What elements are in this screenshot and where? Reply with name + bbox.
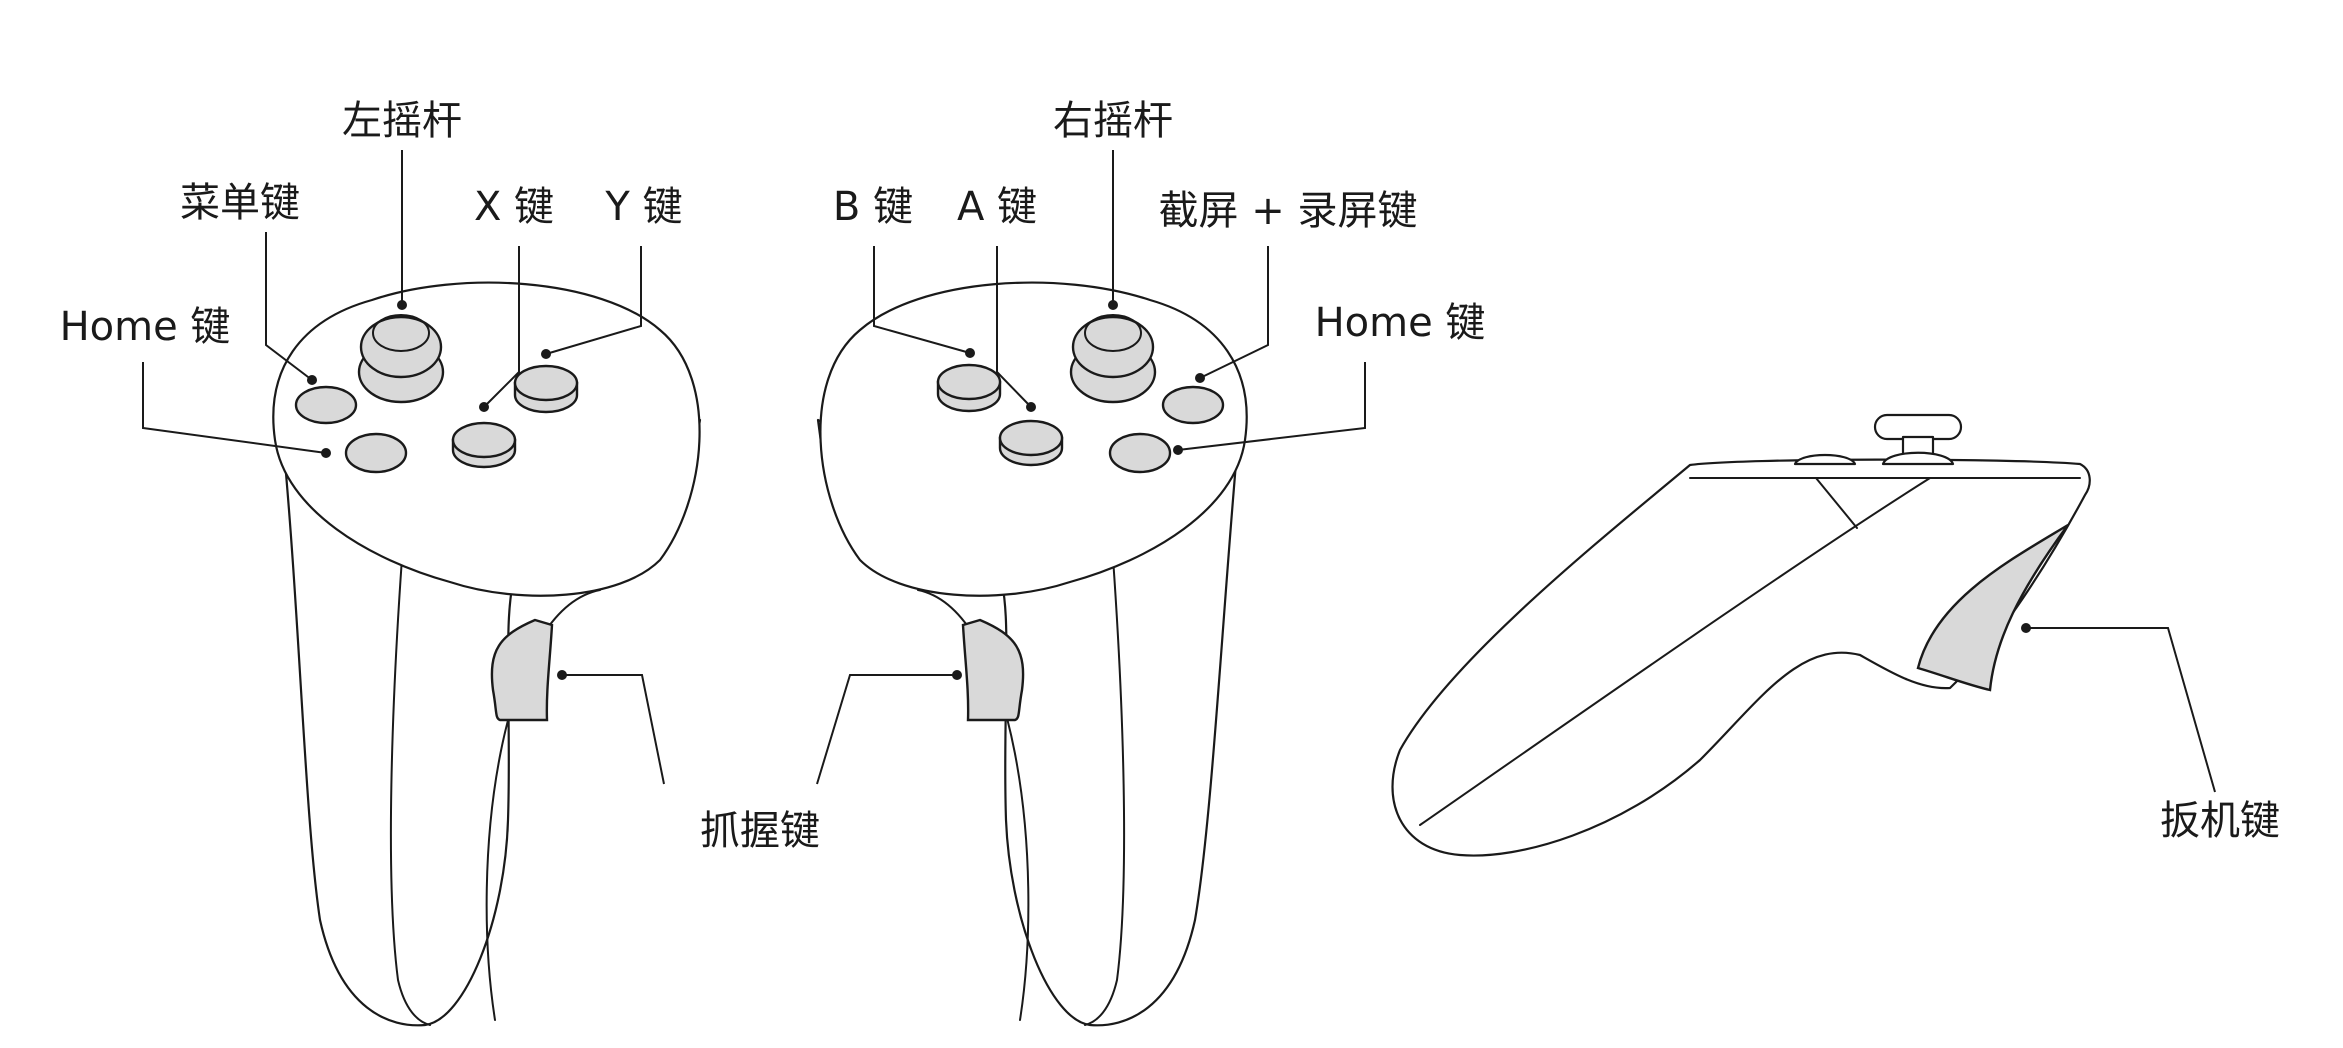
side-controller-body: [1391, 458, 2091, 857]
label-b-key: B 键: [833, 184, 913, 230]
leader-lines: [142, 150, 2216, 793]
left-joystick[interactable]: [357, 314, 445, 404]
right-b-button[interactable]: [936, 363, 1002, 413]
right-joystick[interactable]: [1069, 314, 1157, 404]
left-menu-button[interactable]: [294, 385, 358, 425]
labels: 左摇杆 菜单键 X 键 Y 键 Home 键 右摇杆 B 键 A 键 截屏 + …: [60, 98, 2280, 854]
left-home-button[interactable]: [344, 432, 408, 474]
side-view-controller: [1391, 413, 2091, 857]
left-x-button[interactable]: [451, 421, 517, 469]
left-y-button[interactable]: [513, 364, 579, 414]
label-x-key: X 键: [474, 184, 554, 230]
side-trigger-button[interactable]: [1916, 523, 2069, 692]
label-trigger-key: 扳机键: [2160, 798, 2280, 844]
right-home-button[interactable]: [1108, 432, 1172, 474]
left-grip-button[interactable]: [490, 618, 554, 722]
label-y-key: Y 键: [604, 184, 682, 230]
right-screenshot-button[interactable]: [1161, 385, 1225, 425]
right-grip-button[interactable]: [961, 618, 1025, 722]
label-a-key: A 键: [957, 184, 1037, 230]
left-handle-inner-line: [389, 557, 431, 1026]
right-handle-inner-line: [1084, 557, 1126, 1026]
right-a-button[interactable]: [998, 419, 1064, 467]
label-home-key-left: Home 键: [60, 304, 231, 350]
label-left-stick: 左摇杆: [342, 98, 462, 144]
right-handle-front-curve: [917, 589, 1030, 1021]
label-right-stick: 右摇杆: [1053, 98, 1173, 144]
side-view-joystick: [1793, 413, 1963, 466]
right-controller: [816, 281, 1248, 1027]
label-grip-key: 抓握键: [700, 808, 820, 854]
label-screenshot-key: 截屏 + 录屏键: [1159, 188, 1418, 234]
side-controller-seam: [1815, 477, 1858, 529]
label-home-key-right: Home 键: [1315, 300, 1486, 346]
left-controller: [272, 281, 702, 1027]
left-handle-front-curve: [485, 589, 601, 1021]
side-controller-diagonal-line: [1419, 477, 1931, 826]
label-menu-key: 菜单键: [180, 180, 300, 226]
